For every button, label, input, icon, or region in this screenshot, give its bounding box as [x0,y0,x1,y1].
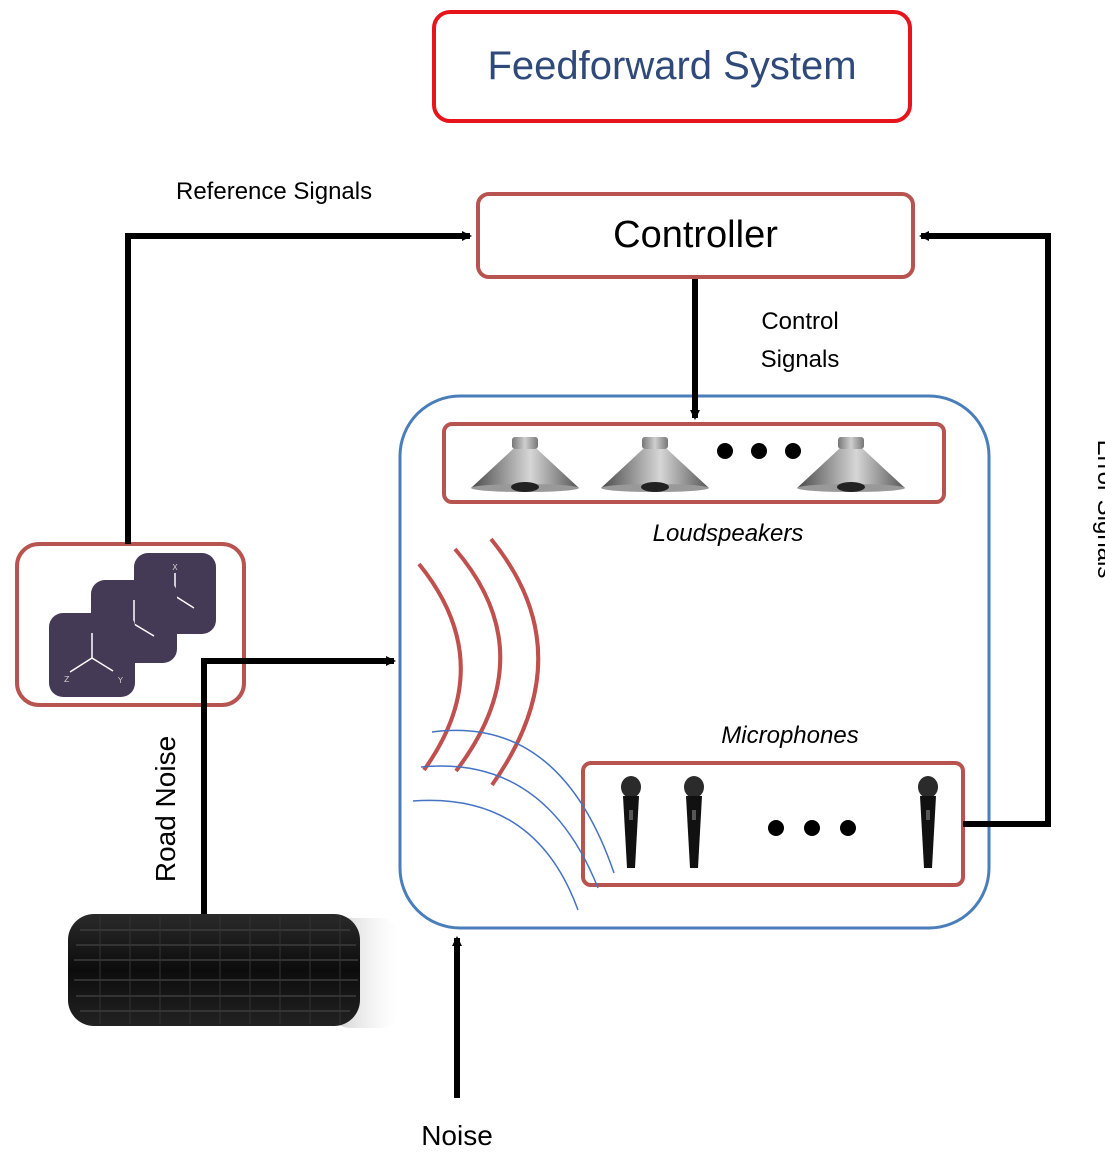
error-signals-label: Error Signals [1092,439,1105,579]
sensor-axis-y: Y [117,676,123,685]
loudspeakers-box [442,422,946,504]
diagram-title: Feedforward System [487,44,857,88]
loudspeaker-icon [797,437,905,492]
reference-signals-label: Reference Signals [176,178,373,205]
tire-icon [68,914,400,1028]
sound-wave-red [417,537,541,787]
road-noise-label: Road Noise [150,735,181,883]
control-signals-label-line1: Control [761,308,839,335]
microphone-icon [684,776,704,868]
noise-label: Noise [421,1120,493,1151]
microphone-icon [621,776,641,868]
arrows [125,231,1051,1098]
loudspeakers-label: Loudspeakers [652,520,804,547]
reference-signal-arrow [125,231,472,544]
microphone-ellipsis-icon [768,820,856,836]
road-noise-arrow [201,656,396,914]
controller-box: Controller [476,192,915,279]
sound-wave-blue [412,729,615,911]
microphones-label: Microphones [721,722,859,749]
loudspeaker-icon [601,437,709,492]
error-signal-arrow [919,231,1051,827]
control-signals-label-line2: Signals [760,346,840,373]
title-box: Feedforward System [432,10,912,123]
sensor-axis-x: X [172,563,178,572]
accelerometer-sensor-icon: Z Y [49,613,135,697]
loudspeaker-icon [471,437,579,492]
loudspeaker-ellipsis-icon [717,443,801,459]
microphone-icon [918,776,938,868]
sensor-axis-z: Z [64,675,70,684]
controller-label: Controller [613,214,778,256]
